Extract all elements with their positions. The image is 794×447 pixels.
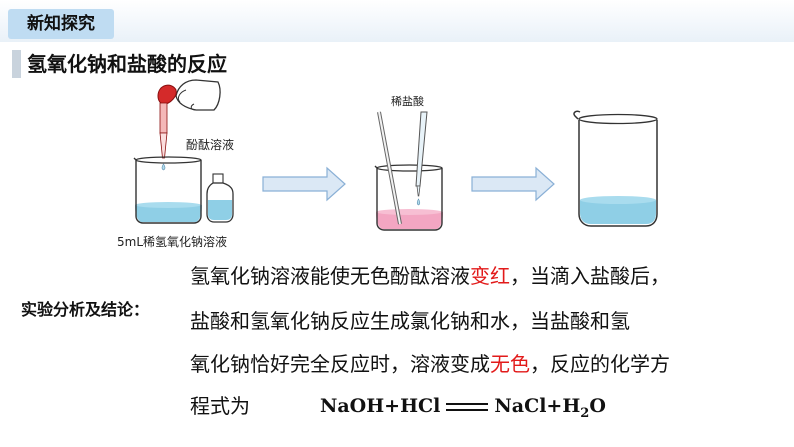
equation-products-a: NaCl+H	[494, 395, 581, 417]
experiment-illustration	[133, 79, 658, 231]
naoh-label: 5mL稀氢氧化钠溶液	[117, 235, 228, 249]
turns-red-text: 变红	[470, 264, 510, 288]
section-tab: 新知探究	[8, 9, 114, 39]
indicator-bottle	[206, 173, 234, 223]
analysis-line-2: 盐酸和氢氧化钠反应生成氯化钠和水，当盐酸和氢	[190, 309, 630, 333]
chemical-equation: NaOH+HCl NaCl+H2O	[320, 392, 606, 428]
colorless-text: 无色	[490, 352, 530, 376]
section-label: 新知探究	[27, 14, 95, 34]
analysis-line-1: 氢氧化钠溶液能使无色酚酞溶液变红，当滴入盐酸后，	[190, 262, 670, 290]
acid-label: 稀盐酸	[391, 95, 424, 108]
arrow-1-icon	[262, 166, 346, 202]
analysis-line-4: 程式为	[190, 394, 250, 418]
dropper-icon	[157, 84, 177, 171]
analysis-line-1-a: 氢氧化钠溶液能使无色酚酞溶液	[190, 264, 470, 288]
stirring-rod	[377, 111, 402, 225]
indicator-label: 酚酞溶液	[186, 138, 235, 152]
beaker-result	[573, 110, 658, 227]
analysis-line-3-a: 氧化钠恰好完全反应时，溶液变成	[190, 352, 490, 376]
analysis-line-3: 氧化钠恰好完全反应时，溶液变成无色，反应的化学方	[190, 350, 670, 378]
beaker-naoh	[133, 156, 202, 224]
equation-reactants: NaOH+HCl	[320, 395, 441, 417]
arrow-2-icon	[471, 166, 555, 202]
equation-products-b: O	[589, 395, 606, 417]
topic-title: 氢氧化钠和盐酸的反应	[27, 52, 227, 76]
topic-marker	[12, 50, 21, 78]
equation-subscript: 2	[580, 405, 590, 421]
analysis-label: 实验分析及结论：	[21, 300, 150, 319]
analysis-line-3-b: ，反应的化学方	[530, 352, 670, 376]
pipette-icon	[415, 111, 428, 206]
hand-icon	[175, 79, 221, 111]
equals-sign	[446, 400, 489, 414]
analysis-line-1-b: ，当滴入盐酸后，	[510, 264, 670, 288]
beaker-mixed	[374, 164, 443, 231]
header-band	[0, 0, 794, 42]
